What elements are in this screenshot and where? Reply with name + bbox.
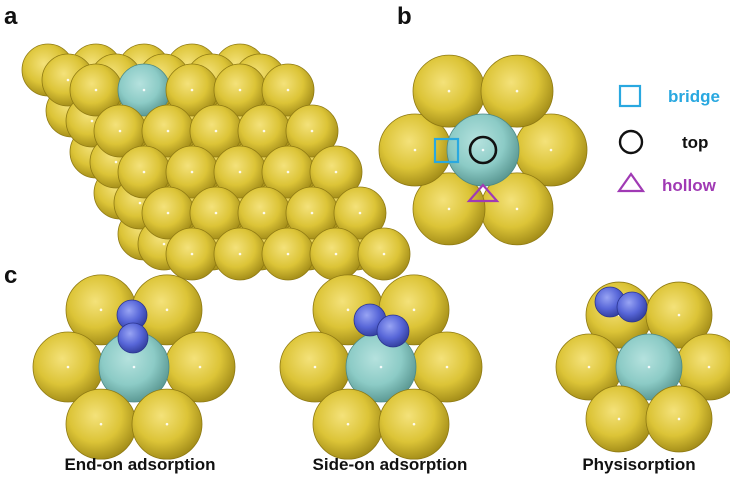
- atom-center-dot: [286, 252, 290, 256]
- atom-center-dot: [90, 119, 94, 123]
- atom-center-dot: [310, 129, 314, 133]
- atom-center-dot: [114, 160, 118, 164]
- circle-outline-icon: [618, 129, 644, 155]
- atom-center-dot: [447, 207, 451, 211]
- atom-center-dot: [677, 417, 681, 421]
- atom-center-dot: [481, 148, 485, 152]
- atom-center-dot: [138, 201, 142, 205]
- adsorbate-atom: [376, 314, 410, 348]
- atom-center-dot: [346, 422, 350, 426]
- bridge-site-marker: [433, 137, 460, 164]
- atom-center-dot: [262, 129, 266, 133]
- end-on-model: [32, 274, 236, 460]
- atom-center-dot: [190, 252, 194, 256]
- atom-center-dot: [334, 252, 338, 256]
- adsorbate-atom: [616, 291, 648, 323]
- site-legend: bridge top hollow: [616, 84, 720, 195]
- atom-center-dot: [132, 365, 136, 369]
- atom-center-dot: [214, 211, 218, 215]
- atom-center-dot: [166, 129, 170, 133]
- atom-center-dot: [142, 88, 146, 92]
- side-on-model: [279, 274, 483, 460]
- top-site-marker: [468, 135, 498, 165]
- atom-center-dot: [413, 148, 417, 152]
- atom-center-dot: [142, 170, 146, 174]
- square-outline-icon: [618, 84, 642, 108]
- atom-center-dot: [66, 78, 70, 82]
- atom-center-dot: [587, 365, 591, 369]
- atom-center-dot: [99, 308, 103, 312]
- caption-side-on: Side-on adsorption: [313, 455, 468, 474]
- atom-center-dot: [118, 129, 122, 133]
- atom-center-dot: [445, 365, 449, 369]
- atom-center-dot: [262, 211, 266, 215]
- atom-center-dot: [515, 207, 519, 211]
- legend-bridge-label: bridge: [668, 87, 720, 106]
- caption-physisorption: Physisorption: [582, 455, 695, 474]
- atom-center-dot: [647, 365, 651, 369]
- atom-center-dot: [617, 417, 621, 421]
- panel-label-a: a: [4, 3, 18, 30]
- atom-center-dot: [190, 88, 194, 92]
- atom-center-dot: [549, 148, 553, 152]
- legend-top-label: top: [682, 133, 708, 152]
- atom-center-dot: [382, 252, 386, 256]
- slab-surface-model: [21, 43, 411, 281]
- hollow-site-marker: [466, 183, 500, 203]
- atom-center-dot: [162, 242, 166, 246]
- atom-center-dot: [286, 88, 290, 92]
- atom-center-dot: [677, 313, 681, 317]
- atom-center-dot: [238, 88, 242, 92]
- atom-center-dot: [346, 308, 350, 312]
- atom-center-dot: [238, 252, 242, 256]
- legend-hollow-label: hollow: [662, 176, 717, 195]
- atom-center-dot: [166, 211, 170, 215]
- atom-center-dot: [313, 365, 317, 369]
- atom-center-dot: [412, 308, 416, 312]
- atom-center-dot: [198, 365, 202, 369]
- atom-center-dot: [214, 129, 218, 133]
- atom-center-dot: [515, 89, 519, 93]
- physisorption-model: [555, 281, 730, 453]
- atom-center-dot: [165, 308, 169, 312]
- atom-center-dot: [707, 365, 711, 369]
- panel-label-c: c: [4, 262, 17, 289]
- atom-center-dot: [190, 170, 194, 174]
- atom-center-dot: [286, 170, 290, 174]
- triangle-outline-icon: [616, 172, 646, 193]
- site-cluster-model: [378, 54, 588, 246]
- atom-center-dot: [66, 365, 70, 369]
- atom-center-dot: [94, 88, 98, 92]
- atom-center-dot: [99, 422, 103, 426]
- site-markers: [433, 135, 500, 203]
- atom-center-dot: [310, 211, 314, 215]
- atom-center-dot: [238, 170, 242, 174]
- atom-center-dot: [165, 422, 169, 426]
- atom-center-dot: [334, 170, 338, 174]
- panel-label-b: b: [397, 3, 412, 30]
- caption-end-on: End-on adsorption: [64, 455, 215, 474]
- adsorbate-atom: [117, 322, 149, 354]
- atom-center-dot: [447, 89, 451, 93]
- atom-center-dot: [412, 422, 416, 426]
- atom-center-dot: [379, 365, 383, 369]
- atom-center-dot: [358, 211, 362, 215]
